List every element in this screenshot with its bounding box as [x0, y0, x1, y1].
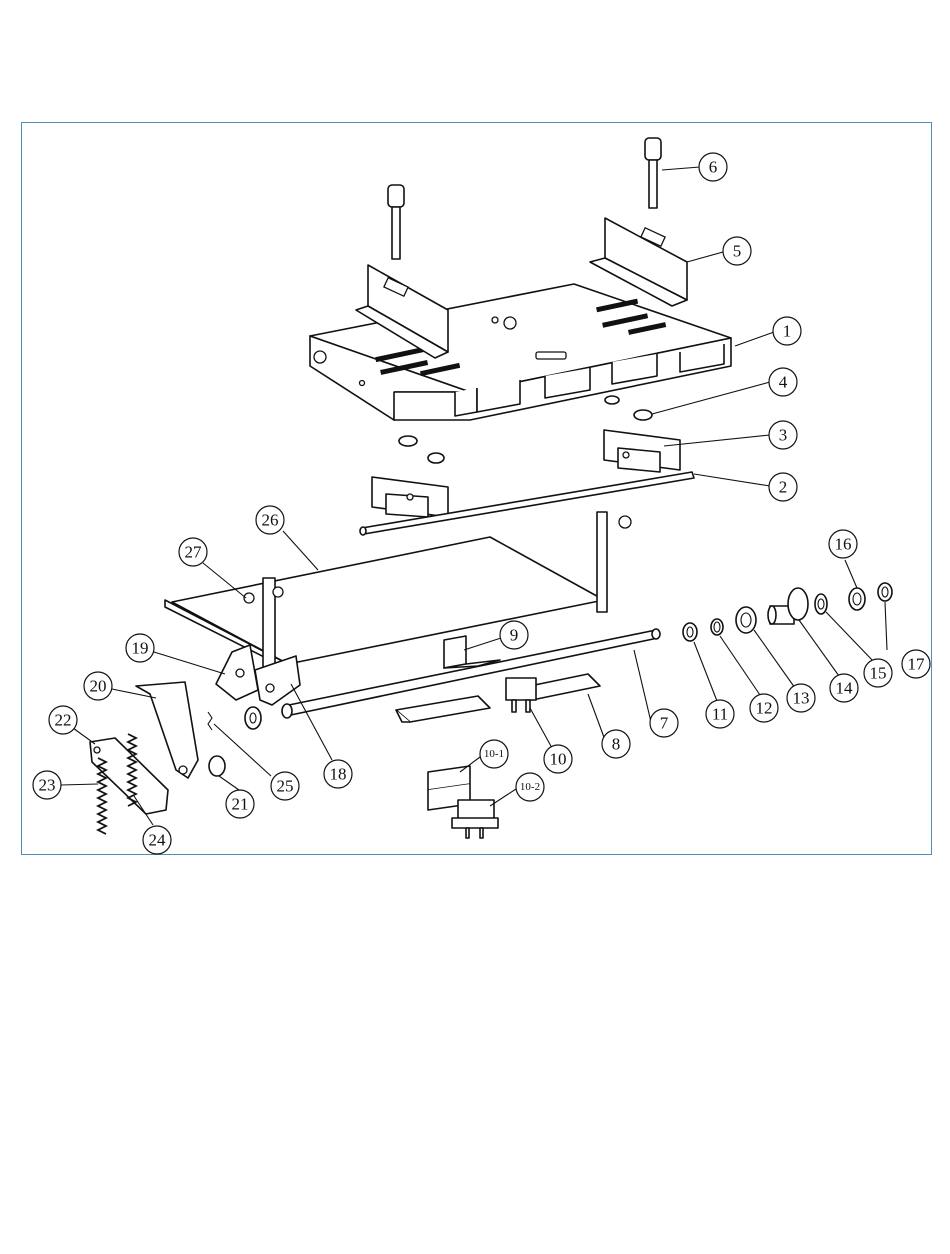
callout-22: 22 — [49, 706, 77, 734]
svg-text:27: 27 — [185, 543, 203, 562]
callout-3: 3 — [769, 421, 797, 449]
svg-text:4: 4 — [779, 373, 788, 392]
spring-pin-part-25 — [208, 712, 212, 730]
nut-part-17 — [878, 583, 892, 601]
callout-14: 14 — [830, 674, 858, 702]
svg-text:20: 20 — [90, 677, 107, 696]
svg-text:10-1: 10-1 — [484, 748, 504, 760]
callout-10-1: 10-1 — [480, 740, 508, 768]
callout-4: 4 — [769, 368, 797, 396]
svg-text:16: 16 — [835, 535, 852, 554]
bushing-part-21 — [209, 756, 225, 776]
svg-text:24: 24 — [149, 831, 167, 850]
callout-21: 21 — [226, 790, 254, 818]
callout-8: 8 — [602, 730, 630, 758]
bushing-part-13 — [736, 607, 756, 633]
nut-part-16 — [849, 588, 865, 610]
svg-text:8: 8 — [612, 735, 621, 754]
svg-text:6: 6 — [709, 158, 718, 177]
svg-text:13: 13 — [793, 689, 810, 708]
tray-part-26 — [165, 512, 631, 670]
callout-26: 26 — [256, 506, 284, 534]
washer-part-15 — [815, 594, 827, 614]
svg-text:15: 15 — [870, 664, 887, 683]
callout-11: 11 — [706, 700, 734, 728]
svg-text:7: 7 — [660, 714, 669, 733]
callout-24: 24 — [143, 826, 171, 854]
callout-23: 23 — [33, 771, 61, 799]
washer-part-12 — [711, 619, 723, 635]
bushing-part-252 — [245, 707, 261, 729]
svg-text:22: 22 — [55, 711, 72, 730]
svg-text:14: 14 — [836, 679, 854, 698]
callout-17: 17 — [902, 650, 930, 678]
svg-text:1: 1 — [783, 322, 792, 341]
callout-27: 27 — [179, 538, 207, 566]
svg-text:26: 26 — [262, 511, 279, 530]
svg-text:23: 23 — [39, 776, 56, 795]
callout-1: 1 — [773, 317, 801, 345]
svg-text:11: 11 — [712, 705, 728, 724]
lever-part-18 — [255, 656, 300, 705]
svg-text:10: 10 — [550, 750, 567, 769]
svg-text:12: 12 — [756, 699, 773, 718]
callout-19: 19 — [126, 634, 154, 662]
bearing-part-11 — [683, 623, 697, 641]
svg-text:25: 25 — [277, 777, 294, 796]
callout-2: 2 — [769, 473, 797, 501]
lever-part-19 — [216, 645, 258, 700]
switch-part-10 — [506, 678, 536, 712]
svg-text:3: 3 — [779, 426, 788, 445]
callout-10-2: 10-2 — [516, 773, 544, 801]
svg-text:10-2: 10-2 — [520, 781, 540, 793]
callout-18: 18 — [324, 760, 352, 788]
callout-25: 25 — [271, 772, 299, 800]
svg-text:17: 17 — [908, 655, 926, 674]
svg-text:21: 21 — [232, 795, 249, 814]
callout-13: 13 — [787, 684, 815, 712]
svg-text:9: 9 — [510, 626, 519, 645]
bracket-part-20 — [136, 682, 198, 778]
callout-10: 10 — [544, 745, 572, 773]
callout-5: 5 — [723, 237, 751, 265]
svg-text:5: 5 — [733, 242, 742, 261]
svg-text:2: 2 — [779, 478, 788, 497]
callout-15: 15 — [864, 659, 892, 687]
svg-text:18: 18 — [330, 765, 347, 784]
callout-12: 12 — [750, 694, 778, 722]
svg-text:19: 19 — [132, 639, 149, 658]
pulley-part-14 — [768, 588, 808, 624]
callout-6: 6 — [699, 153, 727, 181]
callout-7: 7 — [650, 709, 678, 737]
callout-16: 16 — [829, 530, 857, 558]
callout-20: 20 — [84, 672, 112, 700]
callout-9: 9 — [500, 621, 528, 649]
